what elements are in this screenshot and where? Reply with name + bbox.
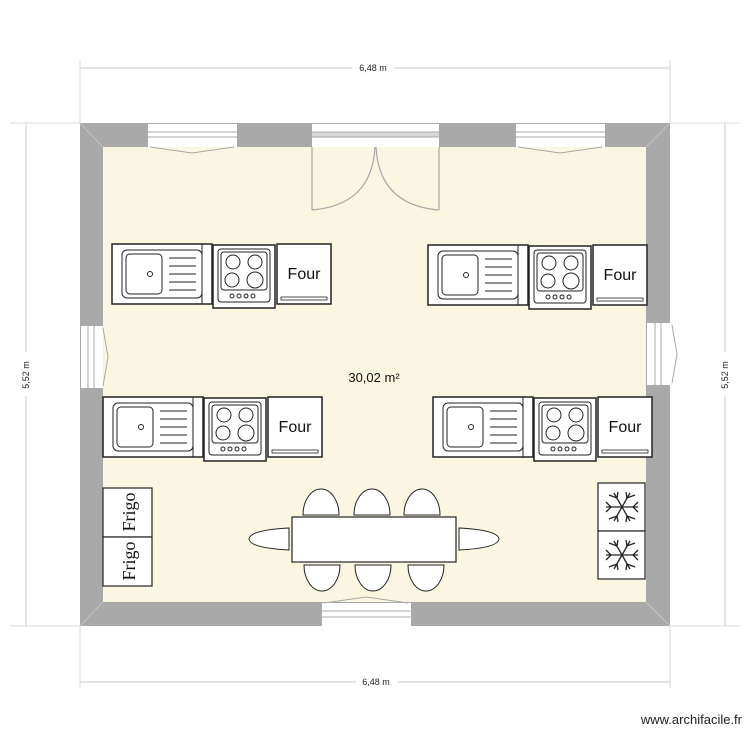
fridge-label: Frigo <box>119 492 139 531</box>
freezer-1[interactable] <box>597 482 646 532</box>
chair-bottom-2 <box>354 564 392 592</box>
dimension-right: 5,52 m <box>670 122 740 627</box>
oven-label: Four <box>609 419 643 436</box>
window-top-left[interactable] <box>148 124 237 154</box>
fridge-2[interactable]: Frigo <box>102 536 153 587</box>
window-top-right[interactable] <box>516 124 605 154</box>
svg-text:5,52 m: 5,52 m <box>720 361 730 389</box>
chair-left <box>248 527 290 551</box>
svg-text:6,48 m: 6,48 m <box>359 63 387 73</box>
dining-set[interactable] <box>248 488 500 592</box>
double-door[interactable] <box>311 124 440 211</box>
kitchen-module-top-right[interactable]: Four <box>427 244 648 310</box>
watermark[interactable]: www.archifacile.fr <box>640 712 742 727</box>
freezer-2[interactable] <box>597 530 646 580</box>
chair-top-2 <box>353 488 391 516</box>
window-right[interactable] <box>647 323 678 385</box>
kitchen-module-bottom-left[interactable]: Four <box>102 396 323 462</box>
chair-top-1 <box>302 488 340 516</box>
chair-right <box>458 527 500 551</box>
kitchen-module-bottom-right[interactable]: Four <box>432 396 653 462</box>
dining-table <box>291 516 457 563</box>
dimension-bottom: 6,48 m <box>79 626 671 688</box>
chair-top-3 <box>403 488 441 516</box>
oven-label: Four <box>279 419 313 436</box>
oven-label: Four <box>604 267 638 284</box>
kitchen-module-top-left[interactable]: Four <box>111 243 332 309</box>
room-area-label: 30,02 m² <box>348 370 400 385</box>
window-bottom[interactable] <box>322 596 411 626</box>
dimension-top: 6,48 m <box>79 60 671 123</box>
window-left[interactable] <box>81 326 109 388</box>
dimension-left: 5,52 m <box>10 122 80 627</box>
chair-bottom-1 <box>303 564 341 592</box>
chair-bottom-3 <box>407 564 445 592</box>
svg-text:5,52 m: 5,52 m <box>21 361 31 389</box>
fridge-1[interactable]: Frigo <box>102 487 153 538</box>
svg-text:6,48 m: 6,48 m <box>362 677 390 687</box>
fridge-label: Frigo <box>119 541 139 580</box>
wall-corner-joints <box>79 122 671 627</box>
oven-label: Four <box>288 266 322 283</box>
